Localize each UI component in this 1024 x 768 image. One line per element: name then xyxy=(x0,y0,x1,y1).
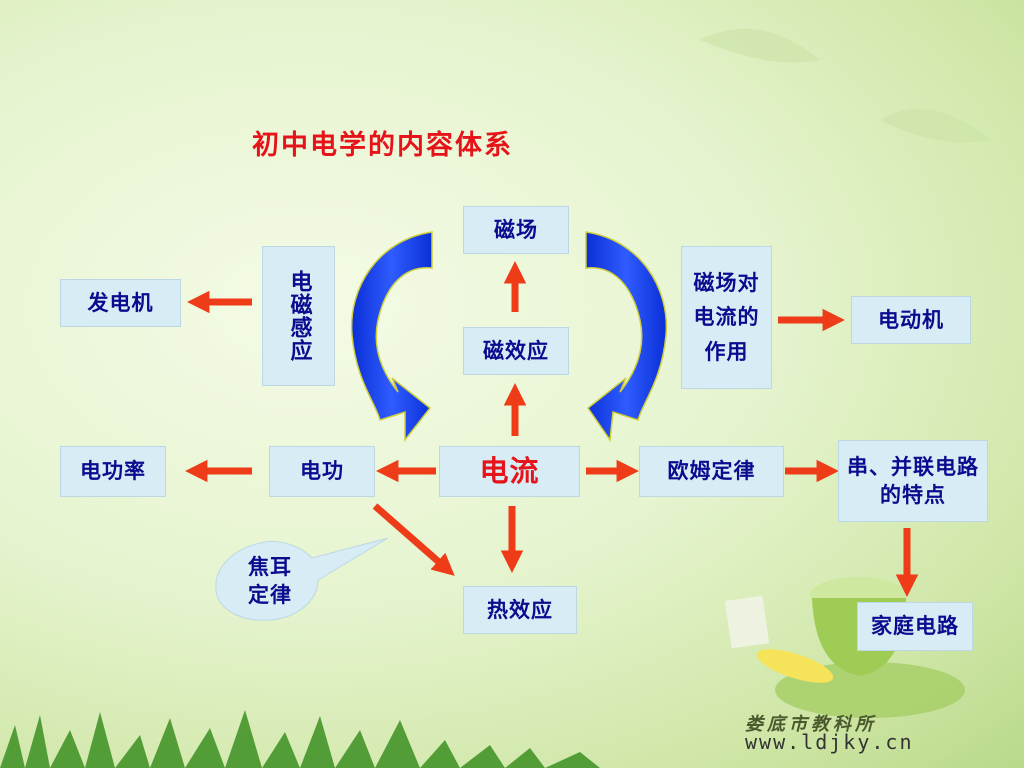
node-electromagnetic-induction-label: 电磁感应 xyxy=(286,270,313,362)
node-ohms-law: 欧姆定律 xyxy=(639,446,784,497)
node-household-circuit: 家庭电路 xyxy=(857,602,973,651)
node-motor: 电动机 xyxy=(851,296,971,344)
node-series-parallel: 串、并联电路的特点 xyxy=(838,440,988,522)
diagram-title: 初中电学的内容体系 xyxy=(252,130,513,161)
node-power: 电功率 xyxy=(60,446,166,497)
node-magnetic-effect: 磁效应 xyxy=(463,327,569,375)
node-generator: 发电机 xyxy=(60,279,181,327)
right-curved-arrow xyxy=(585,231,668,443)
joule-bubble xyxy=(215,537,389,621)
node-field-on-current: 磁场对电流的作用 xyxy=(681,246,772,389)
node-heat-effect: 热效应 xyxy=(463,586,577,634)
node-current: 电流 xyxy=(439,446,580,497)
node-electromagnetic-induction: 电磁感应 xyxy=(262,246,335,386)
publisher-logo: 娄底市教科所 xyxy=(745,714,877,735)
arrow-work-to-heat xyxy=(372,503,455,576)
node-joule-law: 焦耳定律 xyxy=(248,553,292,607)
left-curved-arrow xyxy=(350,231,433,443)
publisher-url: www.ldjky.cn xyxy=(745,730,914,754)
node-magnetic-field: 磁场 xyxy=(463,206,569,254)
node-work: 电功 xyxy=(269,446,375,497)
